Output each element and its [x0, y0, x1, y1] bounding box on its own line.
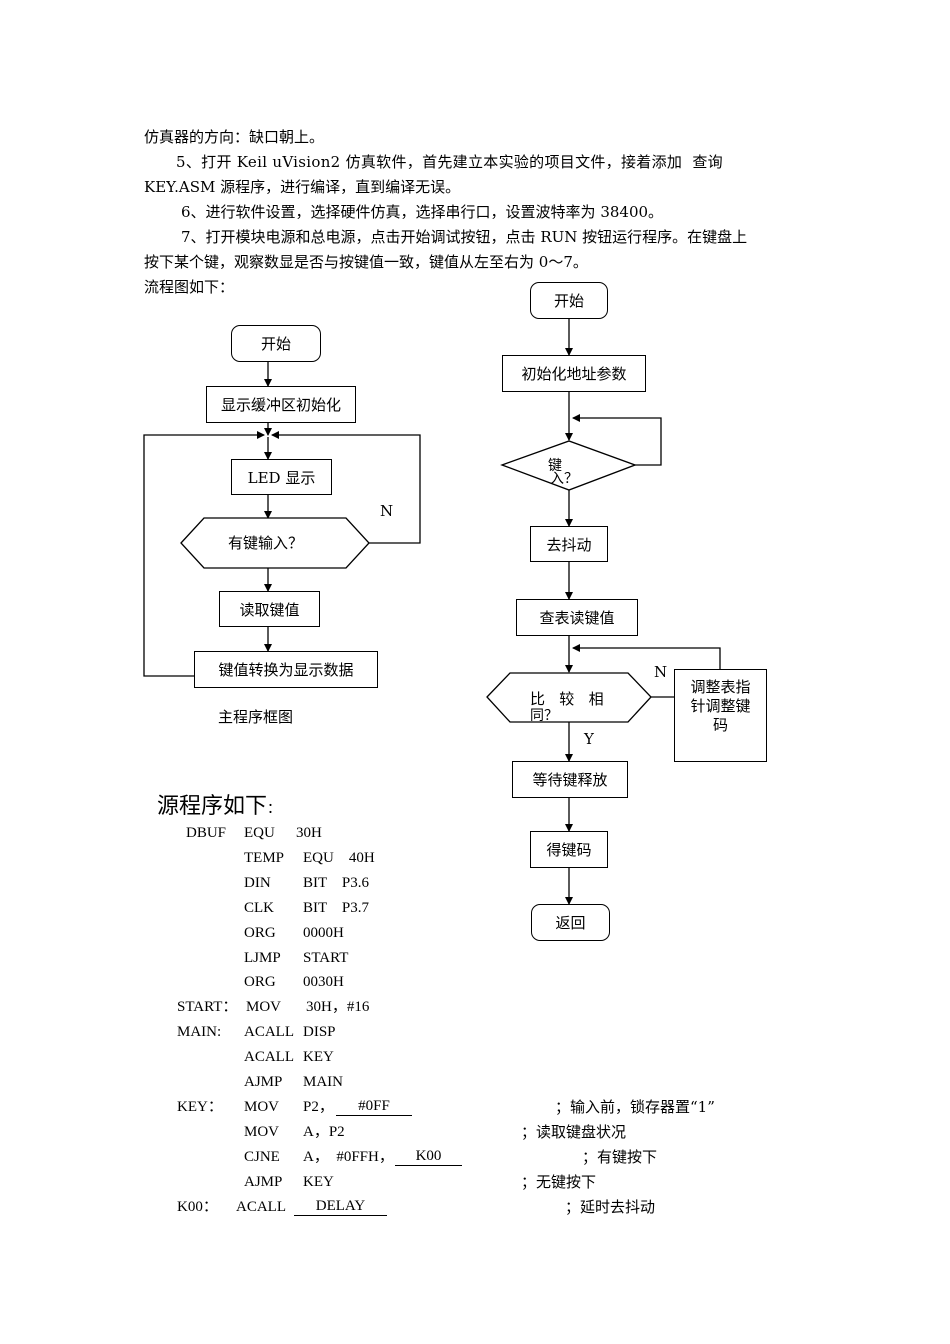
code-label: K00： [177, 1198, 218, 1215]
paragraph-direction: 仿真器的方向：缺口朝上。 [144, 128, 325, 146]
right-lookup-node: 查表读键值 [516, 599, 638, 636]
code-operands: 0030H [303, 974, 344, 991]
code-operands: DISP [303, 1024, 336, 1041]
code-operands: A， #0FFH， [303, 1148, 394, 1165]
left-loop-no [271, 431, 421, 544]
left-start-node: 开始 [231, 325, 321, 362]
paragraph-step6: 6、进行软件设置，选择硬件仿真，选择串行口，设置波特率为 38400。 [181, 203, 664, 221]
code-operands: 0000H [303, 924, 344, 941]
code-opcode: ACALL [236, 1198, 286, 1215]
code-fill-blank: #0FF [336, 1098, 412, 1116]
code-operands: KEY [303, 1049, 334, 1066]
code-comment: ；延时去抖动 [565, 1197, 656, 1216]
code-comment: ；有键按下 [582, 1147, 658, 1166]
left-no-label: N [380, 502, 394, 520]
left-decision-label: 有键输入？ [228, 534, 304, 552]
code-opcode: ACALL [244, 1024, 294, 1041]
code-opcode: AJMP [244, 1074, 283, 1090]
paragraph-step5-line1: 5、打开 Keil uVision2 仿真软件，首先建立本实验的项目文件，接着添… [176, 153, 723, 171]
left-led-node: LED 显示 [231, 459, 332, 495]
right-decision2-label-line2: 同？ [530, 708, 558, 724]
paragraph-flowchart-intro: 流程图如下： [144, 278, 235, 296]
code-operands: A，P2 [303, 1123, 345, 1140]
right-wait-node: 等待键释放 [512, 761, 628, 798]
code-opcode: MOV [244, 1098, 280, 1115]
code-opcode: CLK [244, 899, 274, 916]
code-label: MAIN: [177, 1024, 222, 1041]
right-start-node: 开始 [530, 282, 608, 319]
code-opcode: AJMP [244, 1173, 283, 1190]
code-label: START： [177, 999, 238, 1016]
code-opcode: MOV [246, 999, 282, 1016]
code-opcode: ORG [244, 924, 276, 941]
code-comment: ；读取键盘状况 [521, 1122, 627, 1141]
code-operands: P2， [303, 1098, 334, 1115]
right-loop-adjust [572, 644, 721, 669]
code-comment: ；输入前，锁存器置“1” [555, 1097, 715, 1116]
code-opcode: MOV [244, 1123, 280, 1140]
code-opcode: CJNE [244, 1148, 280, 1165]
source-heading-text: 源程序如下 [157, 794, 268, 819]
left-loop-back [143, 431, 265, 677]
source-heading-colon: ： [267, 801, 282, 817]
code-opcode: DIN [244, 874, 271, 891]
left-convert-node: 键值转换为显示数据 [194, 651, 378, 688]
code-operands: MAIN [303, 1074, 343, 1090]
left-read-node: 读取键值 [219, 591, 320, 627]
right-debounce-node: 去抖动 [530, 526, 608, 562]
paragraph-step7-line2: 按下某个键，观察数显是否与按键值一致，键值从左至右为 0～7。 [144, 253, 588, 271]
code-label: DBUF [186, 825, 227, 841]
code-opcode: ACALL [244, 1049, 294, 1066]
code-operands: KEY [303, 1173, 334, 1190]
right-no-label: N [654, 663, 668, 681]
code-comment: ；无键按下 [521, 1172, 597, 1191]
right-loop-decision1 [572, 414, 662, 466]
right-return-node: 返回 [531, 904, 610, 941]
right-decision2-label-line1: 比 较 相 [530, 690, 604, 708]
code-operands: 30H [296, 825, 322, 841]
code-fill-blank: DELAY [294, 1198, 387, 1216]
code-operands: BIT P3.7 [303, 899, 369, 916]
paragraph-step5-line2: KEY.ASM 源程序，进行编译，直到编译无误。 [144, 178, 461, 196]
source-heading: 源程序如下： [157, 793, 281, 823]
code-operands: START [303, 949, 349, 966]
left-flowchart-caption: 主程序框图 [218, 708, 294, 726]
code-opcode: EQU [244, 825, 275, 841]
code-opcode: ORG [244, 974, 276, 991]
paragraph-step7-line1: 7、打开模块电源和总电源，点击开始调试按钮，点击 RUN 按钮运行程序。在键盘上 [181, 228, 748, 246]
code-operands: EQU 40H [303, 849, 375, 866]
right-yes-label: Y [584, 730, 594, 748]
right-decision1-label-line2: 入？ [550, 471, 578, 487]
code-label: KEY： [177, 1098, 223, 1115]
code-opcode: TEMP [244, 849, 285, 866]
code-operands: BIT P3.6 [303, 874, 369, 891]
code-opcode: LJMP [244, 949, 281, 966]
code-operands: 30H，#16 [306, 999, 370, 1016]
right-decision1-label-line1: 键 [548, 458, 562, 474]
right-get-node: 得键码 [530, 831, 608, 868]
left-init-node: 显示缓冲区初始化 [206, 386, 356, 423]
code-fill-blank: K00 [395, 1148, 462, 1166]
right-init-node: 初始化地址参数 [502, 355, 646, 392]
right-adjust-node: 调整表指 针调整键 码 [674, 669, 767, 762]
